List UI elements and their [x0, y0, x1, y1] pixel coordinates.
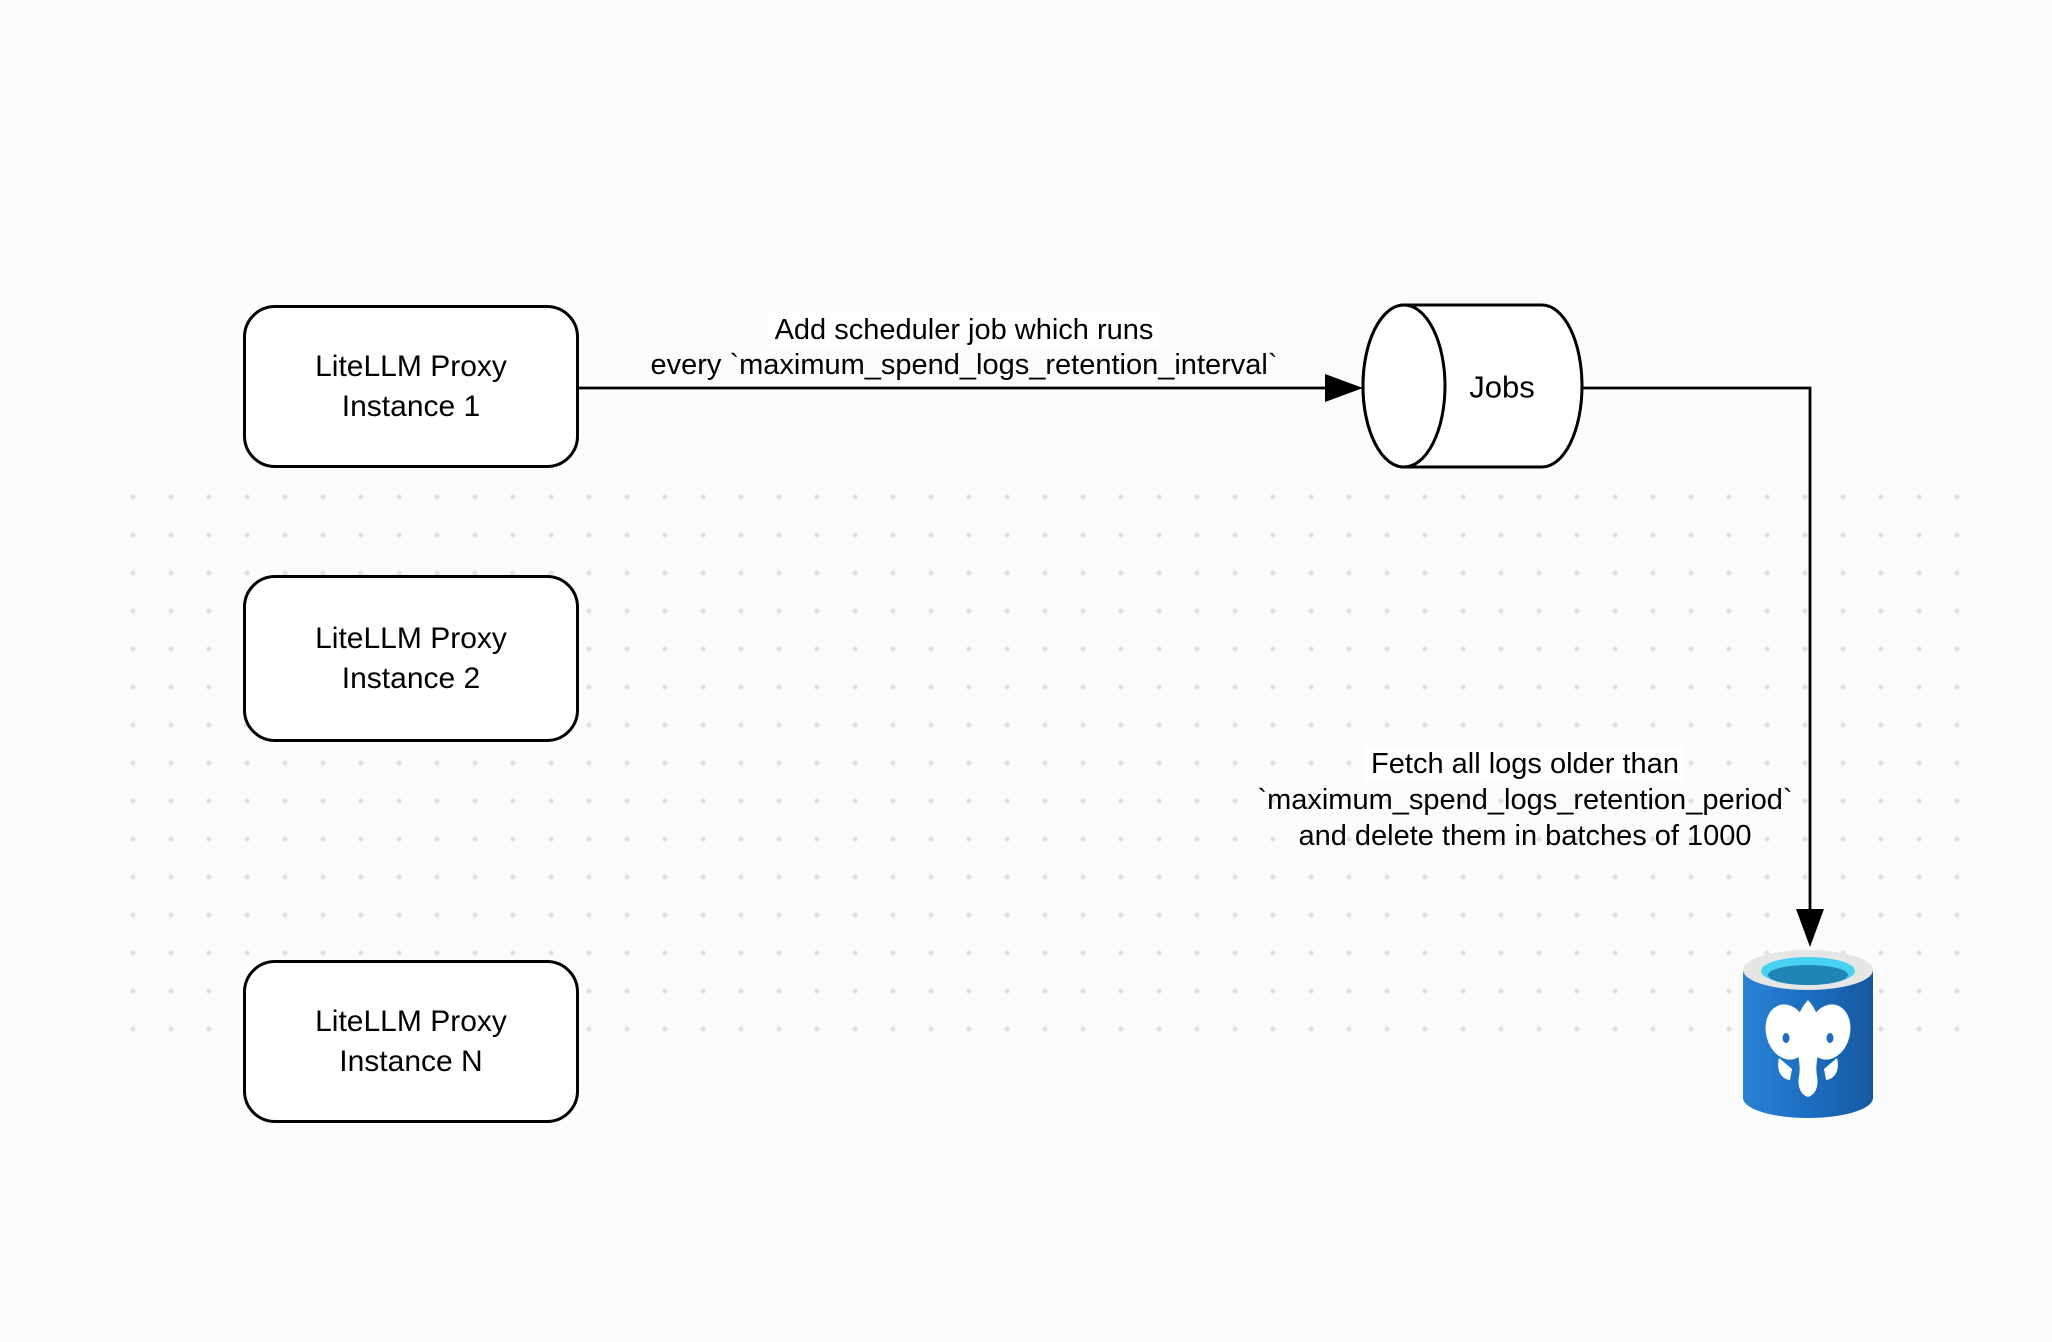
edge-label-line: and delete them in batches of 1000: [1298, 820, 1752, 852]
jobs-queue-cylinder: Jobs: [1361, 303, 1584, 469]
postgres-liquid: [1768, 965, 1848, 985]
edge-label-line: Fetch all logs older than: [1220, 746, 1830, 782]
cylinder-end-ellipse: [1361, 303, 1447, 469]
node-litellm-proxy-instance-2: LiteLLM Proxy Instance 2: [243, 575, 579, 742]
edge-label-line: Add scheduler job which runs: [564, 313, 1364, 348]
node-litellm-proxy-instance-1: LiteLLM Proxy Instance 1: [243, 305, 579, 468]
elephant-eye-right: [1826, 1033, 1834, 1043]
node-label-line: LiteLLM Proxy: [315, 1004, 507, 1038]
node-label-line: Instance N: [339, 1044, 483, 1078]
edge-label-line: `maximum_spend_logs_retention_period`: [1257, 784, 1793, 816]
arrowhead-into-postgres: [1796, 909, 1824, 947]
postgresql-database-icon: [1743, 950, 1873, 1118]
arrowhead-into-jobs: [1325, 374, 1363, 402]
connector-scheduler-job: [576, 374, 1363, 402]
edge-label-scheduler-job: Add scheduler job which runs every `maxi…: [564, 313, 1364, 383]
postgres-elephant: [1765, 1000, 1851, 1097]
node-label-line: LiteLLM Proxy: [315, 621, 507, 655]
node-label-line: Instance 2: [341, 661, 481, 695]
node-litellm-proxy-instance-n: LiteLLM Proxy Instance N: [243, 960, 579, 1123]
elephant-eye-left: [1782, 1033, 1790, 1043]
jobs-label: Jobs: [1469, 370, 1534, 405]
connector-fetch-delete: [1583, 386, 1824, 947]
edge-label-fetch-delete: Fetch all logs older than `maximum_spend…: [1220, 746, 1830, 854]
edge-label-line: every `maximum_spend_logs_retention_inte…: [650, 349, 1278, 381]
node-label-line: Instance 1: [341, 389, 481, 423]
node-label-line: LiteLLM Proxy: [315, 349, 507, 383]
